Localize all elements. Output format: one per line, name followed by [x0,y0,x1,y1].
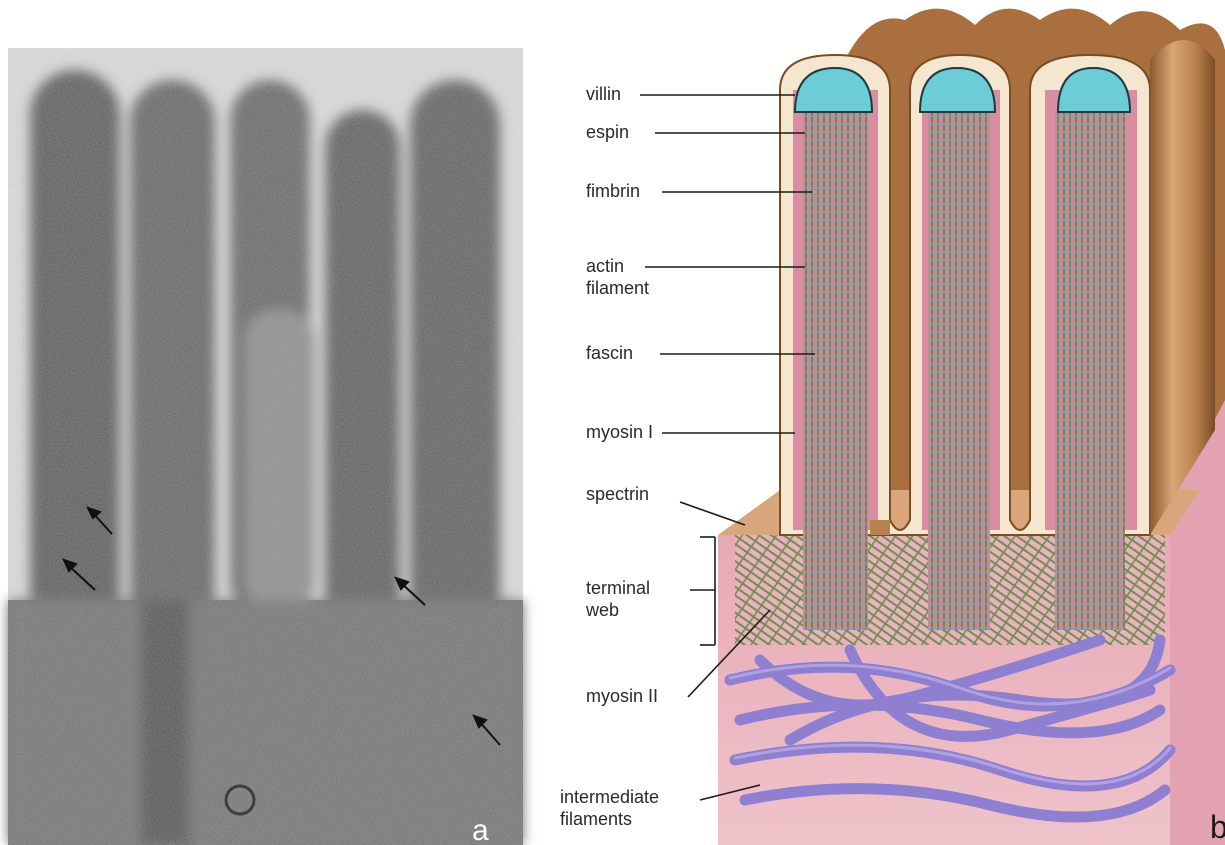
label-fimbrin: fimbrin [586,181,640,202]
label-intermediate-filaments-line2: filaments [560,809,632,830]
label-spectrin: spectrin [586,484,649,505]
label-actin-filament-line1: actin [586,256,624,277]
label-intermediate-filaments-line1: intermediate [560,787,659,808]
label-espin: espin [586,122,629,143]
label-terminal-web-line1: terminal [586,578,650,599]
panel-b-letter: b [1210,809,1225,845]
label-villin: villin [586,84,621,105]
label-myosin-i: myosin I [586,422,653,443]
micrograph-panel-a [8,48,523,845]
label-fascin: fascin [586,343,633,364]
label-actin-filament-line2: filament [586,278,649,299]
label-terminal-web-line2: web [586,600,619,621]
panel-a-letter: a [472,814,489,845]
illustration-panel-b [718,9,1225,845]
label-myosin-ii: myosin II [586,686,658,707]
